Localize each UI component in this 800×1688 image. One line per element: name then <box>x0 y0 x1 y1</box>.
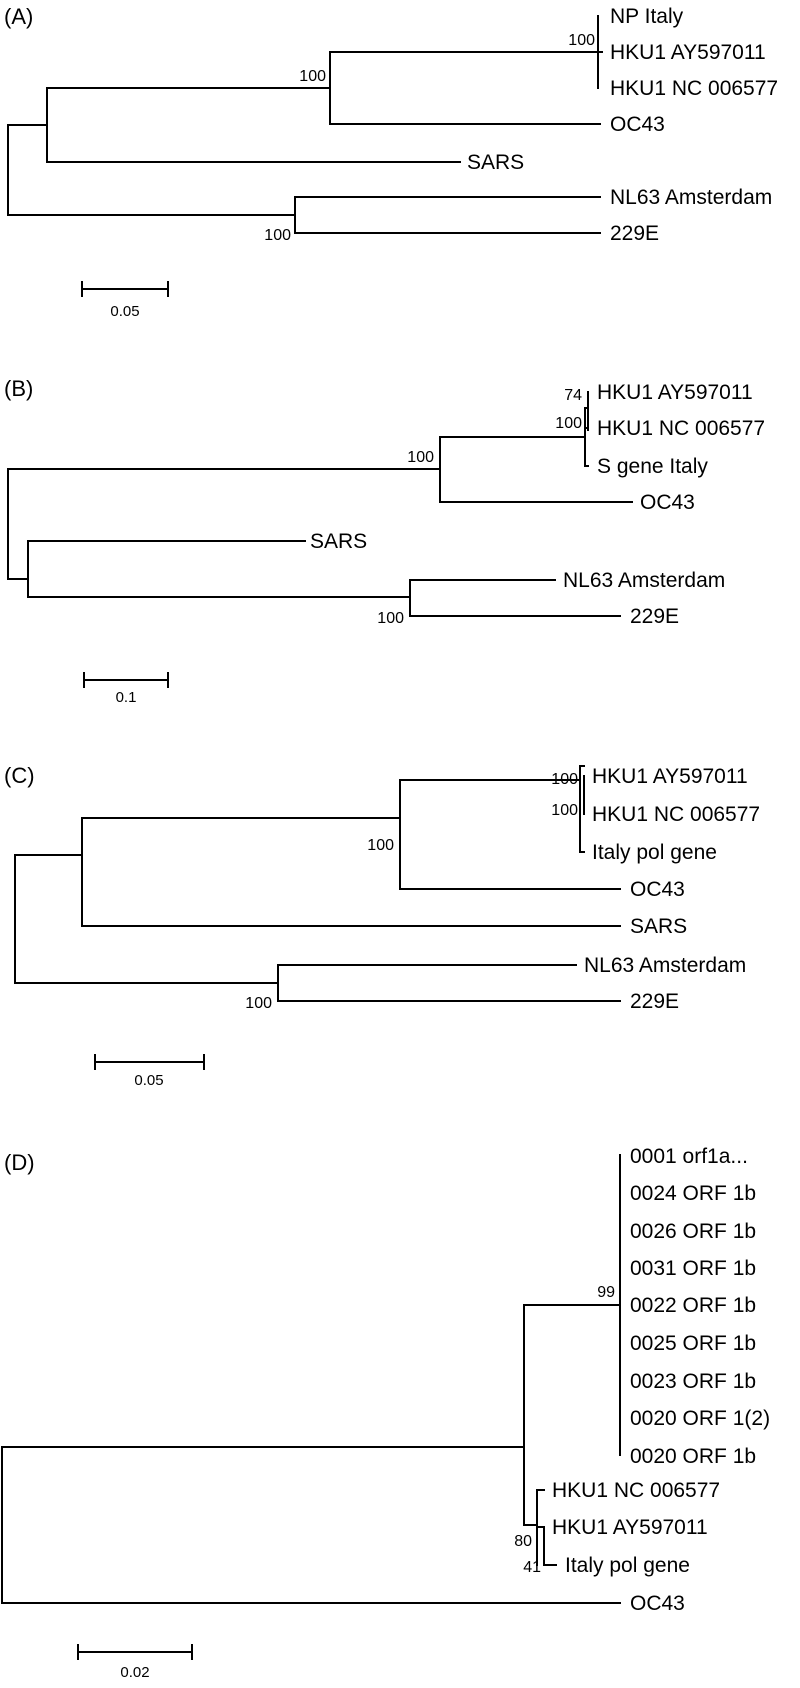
panel-d-leaf-label: OC43 <box>630 1592 685 1615</box>
panel-b-leaf-label: HKU1 AY597011 <box>597 381 753 404</box>
panel-d-reference-tips <box>536 1489 545 1528</box>
panel-b: (B) HKU1 AY597011 HKU1 NC 006577 S gene … <box>4 376 765 706</box>
panel-a-bootstrap-value: 100 <box>299 68 326 85</box>
panel-a-leaf-label: NL63 Amsterdam <box>610 186 772 209</box>
panel-a-leaf-label: 229E <box>610 222 659 245</box>
panel-c-leaf-label: 229E <box>630 990 679 1013</box>
panel-a-label: (A) <box>4 4 33 29</box>
panel-d: (D) 0001 orf1a... 0024 ORF 1b 0026 ORF 1… <box>1 1145 770 1681</box>
panel-c-scale-bar <box>94 1054 205 1070</box>
panel-a-leaf-label: SARS <box>467 151 524 174</box>
panel-b-label: (B) <box>4 376 33 401</box>
panel-a-leaf-label: NP Italy <box>610 5 684 28</box>
panel-d-leaf-label: 0026 ORF 1b <box>630 1220 756 1243</box>
panel-d-bootstrap-value: 80 <box>514 1533 532 1550</box>
panel-d-leaf-label: Italy pol gene <box>565 1554 690 1577</box>
panel-b-leaf-label: SARS <box>310 530 367 553</box>
panel-b-leaf-label: OC43 <box>640 491 695 514</box>
panel-b-bootstrap-value: 100 <box>377 610 404 627</box>
panel-d-leaf-label: HKU1 AY597011 <box>552 1516 708 1539</box>
panel-d-leaf-label: 0024 ORF 1b <box>630 1182 756 1205</box>
panel-d-leaf-label: 0020 ORF 1b <box>630 1445 756 1468</box>
panel-a-bootstrap-value: 100 <box>568 32 595 49</box>
panel-a-scale-bar <box>81 281 169 297</box>
panel-c-leaf-label: Italy pol gene <box>592 841 717 864</box>
panel-a-leaf-label: HKU1 AY597011 <box>610 41 766 64</box>
panel-d-label: (D) <box>4 1150 35 1175</box>
panel-a-bootstrap-value: 100 <box>264 227 291 244</box>
panel-c-scale-label: 0.05 <box>134 1072 163 1089</box>
panel-c-leaf-label: SARS <box>630 915 687 938</box>
panel-b-leaf-label: NL63 Amsterdam <box>563 569 725 592</box>
panel-c-leaf-label: OC43 <box>630 878 685 901</box>
panel-d-leaf-label: 0023 ORF 1b <box>630 1370 756 1393</box>
panel-d-scale-label: 0.02 <box>120 1664 149 1681</box>
panel-c-leaf-label: NL63 Amsterdam <box>584 954 746 977</box>
panel-c-bootstrap-value: 100 <box>245 995 272 1012</box>
panel-a-leaf-label: HKU1 NC 006577 <box>610 77 778 100</box>
panel-c-label: (C) <box>4 763 35 788</box>
panel-b-leaf-label: S gene Italy <box>597 455 708 478</box>
panel-d-leaf-label: 0022 ORF 1b <box>630 1294 756 1317</box>
panel-b-leaf-label: 229E <box>630 605 679 628</box>
panel-c: (C) HKU1 AY597011 HKU1 NC 006577 Italy p… <box>4 763 760 1089</box>
panel-d-leaf-label: 0025 ORF 1b <box>630 1332 756 1355</box>
panel-d-leaf-label: HKU1 NC 006577 <box>552 1479 720 1502</box>
panel-d-scale-bar <box>77 1644 193 1660</box>
panel-d-leaf-label: 0001 orf1a... <box>630 1145 748 1168</box>
panel-c-bootstrap-value: 100 <box>551 771 578 788</box>
panel-a: (A) NP Italy HKU1 AY597011 HKU1 NC 00657… <box>4 4 778 320</box>
panel-d-leaf-label: 0020 ORF 1(2) <box>630 1407 770 1430</box>
panel-b-leaf-label: HKU1 NC 006577 <box>597 417 765 440</box>
panel-c-bootstrap-value: 100 <box>367 837 394 854</box>
panel-b-bootstrap-value: 100 <box>555 415 582 432</box>
panel-c-hku1-tips <box>579 765 585 853</box>
panel-a-scale-label: 0.05 <box>110 303 139 320</box>
panel-c-leaf-label: HKU1 NC 006577 <box>592 803 760 826</box>
panel-d-bootstrap-value: 99 <box>597 1284 615 1301</box>
panel-c-leaf-label: HKU1 AY597011 <box>592 765 748 788</box>
panel-b-scale-bar <box>83 672 169 688</box>
panel-d-bootstrap-value: 41 <box>523 1559 541 1576</box>
panel-a-leaf-label: OC43 <box>610 113 665 136</box>
panel-b-scale-label: 0.1 <box>116 689 137 706</box>
panel-d-leaf-label: 0031 ORF 1b <box>630 1257 756 1280</box>
panel-b-bootstrap-value: 74 <box>564 387 582 404</box>
panel-c-bootstrap-value: 100 <box>551 802 578 819</box>
panel-b-bootstrap-value: 100 <box>407 449 434 466</box>
